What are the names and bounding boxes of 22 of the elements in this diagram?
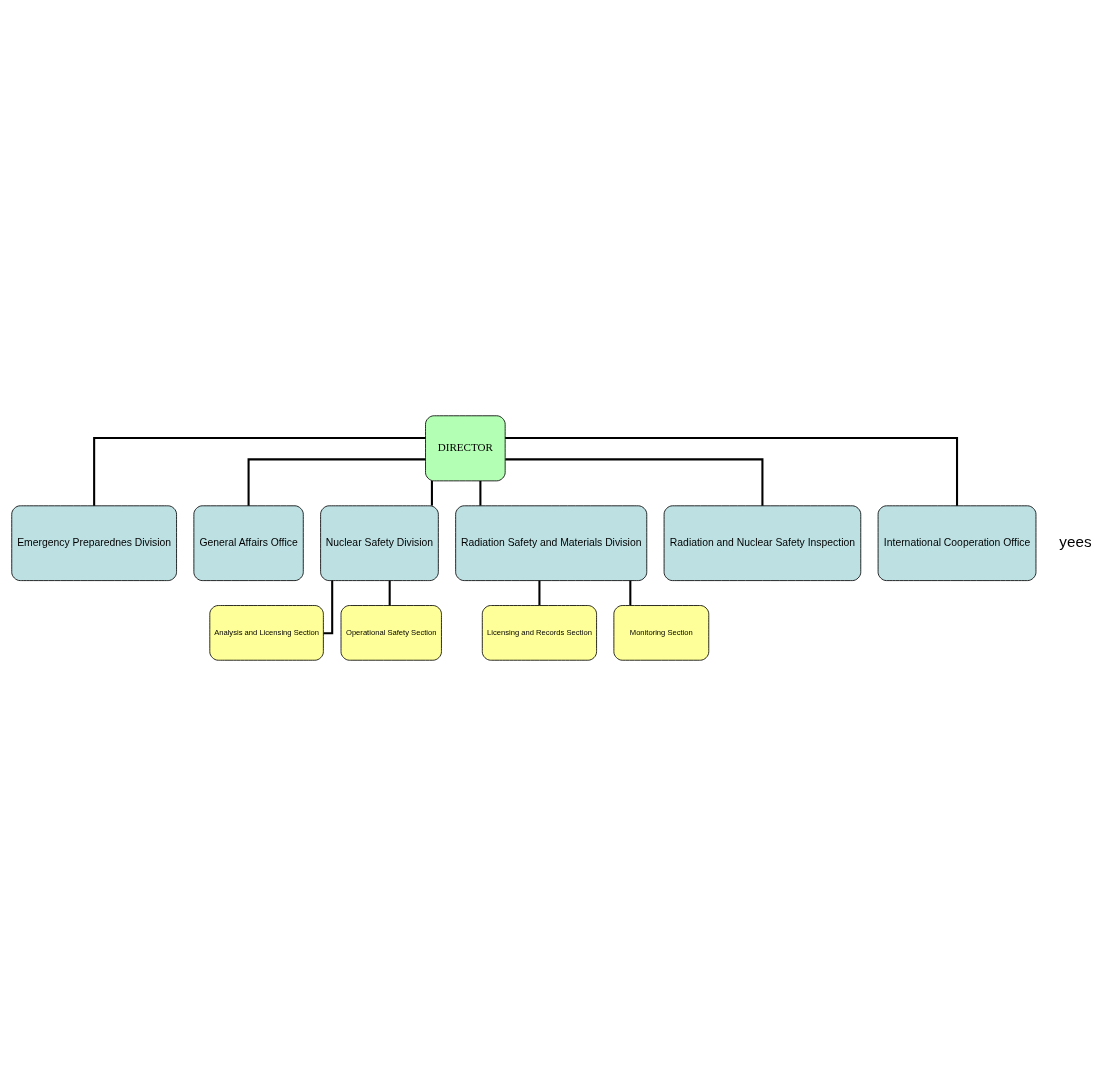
connector xyxy=(93,436,426,506)
connector xyxy=(388,580,391,606)
node-box: Radiation and Nuclear Safety Inspection xyxy=(663,505,862,581)
node-box: General Affairs Office xyxy=(193,505,304,581)
connector xyxy=(323,580,334,635)
node-box: Licensing and Records Section xyxy=(481,605,597,661)
connector xyxy=(505,458,764,506)
connector xyxy=(538,580,541,606)
node-box: DIRECTOR xyxy=(425,415,506,482)
connector xyxy=(430,480,433,506)
node-box: International Cooperation Office xyxy=(877,505,1037,581)
node-box: Operational Safety Section xyxy=(340,605,442,661)
node-box: Emergency Preparednes Division xyxy=(11,505,177,581)
connector xyxy=(629,580,632,606)
connector xyxy=(505,436,959,506)
node-box: Monitoring Section xyxy=(613,605,710,661)
connector xyxy=(479,480,482,506)
connector xyxy=(247,458,426,506)
label: yees xyxy=(1059,533,1092,551)
node-box: Analysis and Licensing Section xyxy=(209,605,324,661)
node-box: Radiation Safety and Materials Division xyxy=(455,505,648,581)
node-box: Nuclear Safety Division xyxy=(320,505,439,581)
